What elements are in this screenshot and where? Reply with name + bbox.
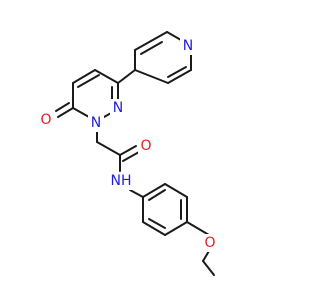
atom-labels: N N N O O NH O (38, 37, 218, 252)
bond (129, 189, 144, 198)
bond (148, 218, 166, 229)
label-backdrop (108, 172, 134, 190)
bond (164, 221, 188, 236)
bond (134, 69, 169, 84)
bond (142, 221, 166, 236)
bond (202, 260, 215, 276)
bond (148, 189, 166, 201)
bond (94, 69, 119, 84)
bond (72, 107, 90, 118)
amide-nh-label: NH (111, 173, 132, 189)
bond (77, 74, 100, 88)
bond (164, 183, 188, 198)
phenyl-ring (142, 183, 188, 236)
ring-n2-label: N (113, 100, 123, 116)
bond (134, 40, 152, 51)
bond (122, 151, 140, 162)
label-backdrop (38, 111, 54, 129)
structure-diagram: N N N O O NH O (38, 31, 218, 276)
bond (140, 41, 163, 55)
ring-n1-label: N (91, 115, 101, 131)
bond (72, 69, 96, 84)
label-backdrop (110, 99, 126, 117)
label-backdrop (88, 114, 104, 132)
bond (150, 31, 168, 42)
ether-oxygen-label: O (204, 235, 215, 251)
bond (119, 145, 137, 156)
pyridine-nitrogen-label: N (183, 38, 193, 54)
bond (167, 66, 187, 78)
bond (117, 69, 136, 84)
bond (55, 102, 70, 112)
label-backdrop (180, 37, 196, 55)
bond (166, 31, 182, 41)
bond (142, 183, 166, 198)
amide-oxygen-label: O (140, 138, 151, 154)
bond (167, 69, 192, 84)
pyridine-ring (134, 31, 192, 84)
label-backdrop (138, 137, 154, 155)
bond (96, 141, 121, 156)
bond (57, 107, 74, 118)
bond (186, 221, 210, 236)
ring-carbonyl-oxygen-label: O (40, 112, 51, 128)
label-backdrop (202, 234, 218, 252)
molecule-canvas: N N N O O NH O (38, 31, 218, 276)
